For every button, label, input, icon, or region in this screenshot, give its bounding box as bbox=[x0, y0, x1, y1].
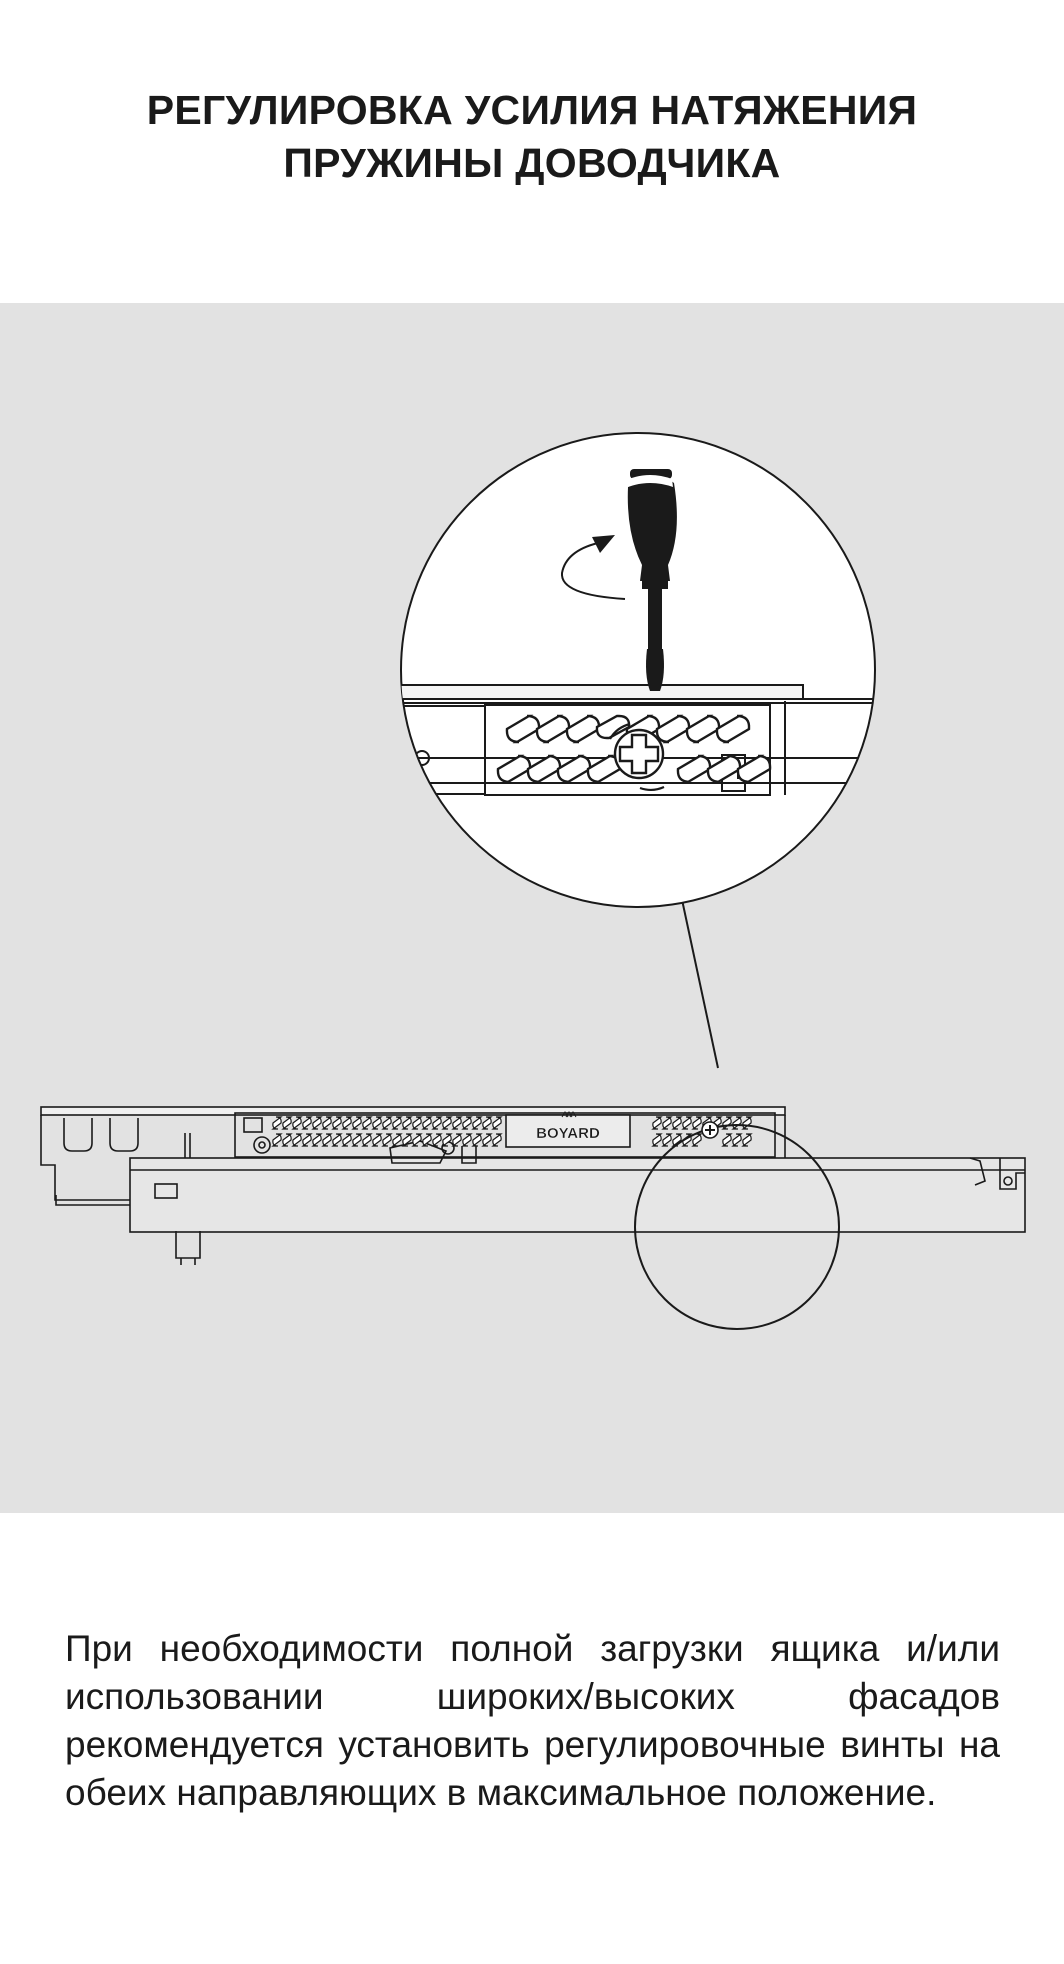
slot bbox=[371, 1116, 383, 1130]
brand-label: BOYARD bbox=[536, 1125, 600, 1142]
slot bbox=[361, 1116, 373, 1130]
slot bbox=[371, 1133, 383, 1147]
slot bbox=[691, 1116, 703, 1130]
slot bbox=[496, 754, 532, 784]
slot bbox=[556, 754, 592, 784]
slot bbox=[526, 754, 562, 784]
slot bbox=[341, 1133, 353, 1147]
slot bbox=[331, 1116, 343, 1130]
slot bbox=[505, 714, 541, 744]
slot bbox=[651, 1133, 663, 1147]
slot bbox=[685, 714, 721, 744]
slot bbox=[481, 1133, 493, 1147]
slot bbox=[281, 1116, 293, 1130]
slot bbox=[661, 1116, 673, 1130]
slot bbox=[451, 1133, 463, 1147]
slot bbox=[586, 754, 622, 784]
slot bbox=[301, 1116, 313, 1130]
detail-marker-circle bbox=[634, 1124, 840, 1330]
slot bbox=[721, 1116, 733, 1130]
leader-line bbox=[680, 894, 719, 1069]
slot bbox=[431, 1133, 443, 1147]
slot bbox=[461, 1116, 473, 1130]
slot bbox=[491, 1116, 503, 1130]
slot bbox=[331, 1133, 343, 1147]
slot bbox=[291, 1133, 303, 1147]
slot bbox=[655, 714, 691, 744]
slot bbox=[741, 1133, 753, 1147]
page-title: РЕГУЛИРОВКА УСИЛИЯ НАТЯЖЕНИЯ ПРУЖИНЫ ДОВ… bbox=[0, 84, 1064, 190]
zoom-circle bbox=[400, 432, 876, 908]
title-line-1: РЕГУЛИРОВКА УСИЛИЯ НАТЯЖЕНИЯ bbox=[146, 87, 918, 133]
slot bbox=[731, 1133, 743, 1147]
rotation-arrow-icon bbox=[560, 535, 626, 600]
slot bbox=[401, 1133, 413, 1147]
slot bbox=[341, 1116, 353, 1130]
slot bbox=[421, 1116, 433, 1130]
slot bbox=[381, 1116, 393, 1130]
slot bbox=[441, 1116, 453, 1130]
slot bbox=[271, 1116, 283, 1130]
slot bbox=[451, 1116, 463, 1130]
slot bbox=[471, 1133, 483, 1147]
slot bbox=[721, 1133, 733, 1147]
slot bbox=[411, 1133, 423, 1147]
drawer-slide-illustration: BOYARD bbox=[40, 432, 1026, 1330]
slot bbox=[421, 1133, 433, 1147]
screwdriver-icon bbox=[627, 469, 677, 691]
slot bbox=[671, 1133, 683, 1147]
slot bbox=[651, 1116, 663, 1130]
slot bbox=[661, 1133, 673, 1147]
slot bbox=[535, 714, 571, 744]
slot bbox=[595, 714, 631, 740]
slot bbox=[441, 1133, 453, 1147]
slot bbox=[736, 754, 772, 784]
slot bbox=[321, 1133, 333, 1147]
adjust-screw-icon bbox=[609, 722, 665, 791]
slot bbox=[281, 1133, 293, 1147]
slot bbox=[671, 1116, 683, 1130]
slot bbox=[741, 1116, 753, 1130]
slot bbox=[706, 754, 742, 784]
closer-slots bbox=[271, 1116, 753, 1147]
brand-crown-icon bbox=[561, 1111, 577, 1118]
slot bbox=[391, 1116, 403, 1130]
slot bbox=[691, 1133, 703, 1147]
illustration-panel: BOYARD bbox=[0, 303, 1064, 1513]
slot bbox=[471, 1116, 483, 1130]
slot bbox=[301, 1133, 313, 1147]
title-line-2: ПРУЖИНЫ ДОВОДЧИКА bbox=[283, 140, 781, 186]
slot bbox=[351, 1116, 363, 1130]
description-text: При необходимости полной загрузки ящика … bbox=[65, 1628, 1000, 1813]
slot bbox=[321, 1116, 333, 1130]
slot bbox=[411, 1116, 423, 1130]
slot bbox=[271, 1133, 283, 1147]
slot bbox=[401, 1116, 413, 1130]
slot bbox=[351, 1133, 363, 1147]
zoom-slots bbox=[496, 714, 772, 784]
slot bbox=[565, 714, 601, 744]
slot bbox=[481, 1116, 493, 1130]
slot bbox=[291, 1116, 303, 1130]
slot bbox=[676, 754, 712, 784]
slot bbox=[461, 1133, 473, 1147]
slot bbox=[491, 1133, 503, 1147]
slot bbox=[391, 1133, 403, 1147]
slot bbox=[431, 1116, 443, 1130]
slot bbox=[311, 1133, 323, 1147]
drawer-slide bbox=[40, 1106, 1026, 1265]
slot bbox=[311, 1116, 323, 1130]
slot bbox=[381, 1133, 393, 1147]
slot bbox=[731, 1116, 743, 1130]
slot bbox=[715, 714, 751, 744]
slot bbox=[681, 1116, 693, 1130]
slot bbox=[361, 1133, 373, 1147]
